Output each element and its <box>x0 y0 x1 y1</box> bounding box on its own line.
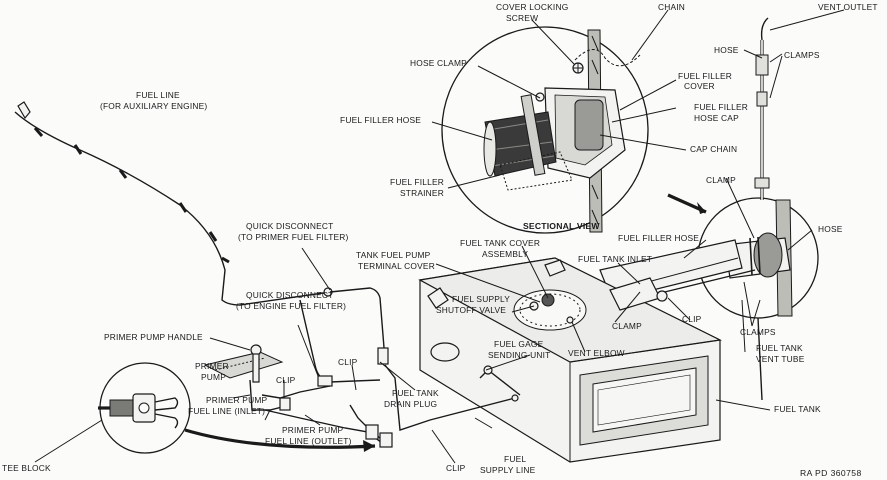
fuel-tank-body <box>418 257 722 463</box>
label-fuel-filler-hose-cap-2: HOSE CAP <box>694 113 739 123</box>
label-vent-outlet: VENT OUTLET <box>818 2 878 12</box>
label-hose-right: HOSE <box>818 224 843 234</box>
label-clip-left: CLIP <box>276 375 296 385</box>
label-tank-fuel-pump-2: TERMINAL COVER <box>358 261 435 271</box>
label-quick-disconnect-engine-2: (TO ENGINE FUEL FILTER) <box>236 301 346 311</box>
label-fuel-filler-strainer-2: STRAINER <box>400 188 444 198</box>
label-hose-clamp: HOSE CLAMP <box>410 58 467 68</box>
label-clip-bottom: CLIP <box>446 463 466 473</box>
tee-block-inset <box>98 362 191 454</box>
label-fuel-supply-valve-1: FUEL SUPPLY <box>452 294 510 304</box>
label-fuel-tank-vent-2: VENT TUBE <box>756 354 805 364</box>
label-primer-inlet-2: FUEL LINE (INLET) <box>188 406 265 416</box>
reference-number: RA PD 360758 <box>800 468 862 478</box>
label-fuel-filler-strainer-1: FUEL FILLER <box>390 177 444 187</box>
label-fuel-gage-1: FUEL GAGE <box>494 339 544 349</box>
label-fuel-tank: FUEL TANK <box>774 404 821 414</box>
label-primer-inlet-1: PRIMER PUMP <box>206 395 268 405</box>
label-fuel-filler-hose-right: FUEL FILLER HOSE <box>618 233 699 243</box>
label-fuel-filler-cover-2: COVER <box>684 81 715 91</box>
label-fuel-filler-hose-left: FUEL FILLER HOSE <box>340 115 421 125</box>
label-primer-pump-2: PUMP <box>201 372 226 382</box>
label-clamps-top: CLAMPS <box>784 50 820 60</box>
label-cover-locking-screw-2: SCREW <box>506 13 538 23</box>
label-fuel-tank-inlet: FUEL TANK INLET <box>578 254 652 264</box>
label-quick-disconnect-primer-1: QUICK DISCONNECT <box>246 221 333 231</box>
label-fuel-filler-hose-cap-1: FUEL FILLER <box>694 102 748 112</box>
label-tee-block: TEE BLOCK <box>2 463 51 473</box>
label-sectional-view: SECTIONAL VIEW <box>523 221 600 231</box>
label-primer-pump-1: PRIMER <box>195 361 229 371</box>
label-fuel-supply-line-2: SUPPLY LINE <box>480 465 536 475</box>
label-tank-fuel-pump-1: TANK FUEL PUMP <box>356 250 431 260</box>
label-fuel-tank-drain-1: FUEL TANK <box>392 388 439 398</box>
label-clamps-right: CLAMPS <box>740 327 776 337</box>
label-fuel-tank-cover-assembly-2: ASSEMBLY <box>482 249 528 259</box>
label-fuel-line-aux-1: FUEL LINE <box>136 90 180 100</box>
callout-labels: COVER LOCKING SCREW CHAIN VENT OUTLET HO… <box>2 2 878 478</box>
label-clip-right: CLIP <box>682 314 702 324</box>
label-clamp-mid: CLAMP <box>612 321 642 331</box>
label-primer-outlet-1: PRIMER PUMP <box>282 425 344 435</box>
sectional-view-inset <box>441 26 649 234</box>
label-chain: CHAIN <box>658 2 685 12</box>
leader-lines <box>34 9 845 464</box>
label-clip-upper: CLIP <box>338 357 358 367</box>
label-fuel-tank-cover-assembly-1: FUEL TANK COVER <box>460 238 540 248</box>
label-fuel-tank-drain-2: DRAIN PLUG <box>384 399 437 409</box>
label-cover-locking-screw-1: COVER LOCKING <box>496 2 568 12</box>
label-fuel-filler-cover-1: FUEL FILLER <box>678 71 732 81</box>
label-clamp-right: CLAMP <box>706 175 736 185</box>
label-hose-top: HOSE <box>714 45 739 55</box>
label-fuel-line-aux-2: (FOR AUXILIARY ENGINE) <box>100 101 207 111</box>
label-fuel-gage-2: SENDING UNIT <box>488 350 550 360</box>
label-fuel-tank-vent-1: FUEL TANK <box>756 343 803 353</box>
label-vent-elbow: VENT ELBOW <box>568 348 625 358</box>
label-quick-disconnect-engine-1: QUICK DISCONNECT <box>246 290 333 300</box>
label-fuel-supply-valve-2: SHUTOFF VALVE <box>436 305 506 315</box>
label-quick-disconnect-primer-2: (TO PRIMER FUEL FILTER) <box>238 232 349 242</box>
label-cap-chain: CAP CHAIN <box>690 144 737 154</box>
label-primer-pump-handle: PRIMER PUMP HANDLE <box>104 332 203 342</box>
label-primer-outlet-2: FUEL LINE (OUTLET) <box>265 436 352 446</box>
label-fuel-supply-line-1: FUEL <box>504 454 526 464</box>
primer-pump-assembly <box>203 344 331 411</box>
